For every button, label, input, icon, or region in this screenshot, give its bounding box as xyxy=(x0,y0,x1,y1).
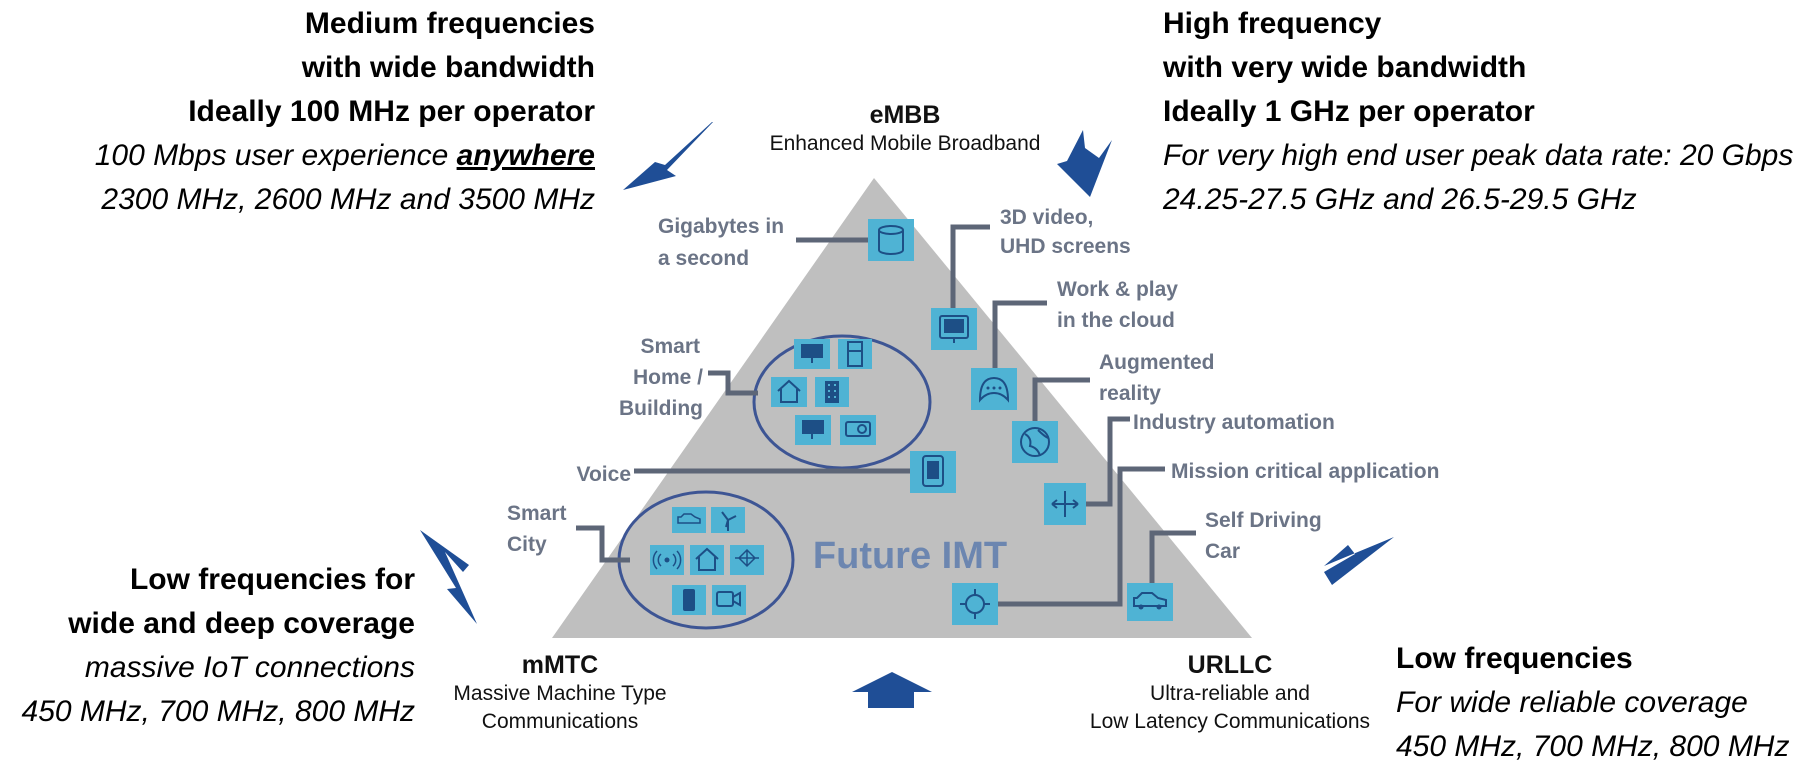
label-car-2: Car xyxy=(1205,540,1240,563)
label-smart-city-1: Smart xyxy=(507,502,567,525)
smart-home-tv-icon xyxy=(794,339,830,369)
label-cloud-1: Work & play xyxy=(1057,278,1178,301)
arrow-top-right xyxy=(1057,130,1112,197)
connector-ar xyxy=(1032,377,1090,428)
industry-crosshair-icon xyxy=(1044,483,1086,525)
mmtc-label: mMTC Massive Machine Type Communications xyxy=(420,650,700,736)
top-left-line-2: with wide bandwidth xyxy=(301,51,595,84)
tablet-icon xyxy=(910,451,956,493)
label-mission: Mission critical application xyxy=(1171,460,1439,483)
top-right-line-5: 24.25-27.5 GHz and 26.5-29.5 GHz xyxy=(1163,183,1637,216)
bottom-right-line-3: 450 MHz, 700 MHz, 800 MHz xyxy=(1396,730,1790,763)
top-right-line-2: with very wide bandwidth xyxy=(1163,51,1527,84)
bottom-left-line-3: massive IoT connections xyxy=(84,651,415,684)
label-smart-home-1: Smart xyxy=(640,335,700,358)
bottom-left-line-4: 450 MHz, 700 MHz, 800 MHz xyxy=(21,695,415,728)
label-car-1: Self Driving xyxy=(1205,509,1322,532)
antenna-icon xyxy=(650,545,684,575)
house-icon xyxy=(771,377,807,407)
gamepad-icon xyxy=(971,368,1017,410)
urllc-full-2: Low Latency Communications xyxy=(1089,710,1371,733)
globe-icon xyxy=(1012,421,1058,463)
label-smart-city-2: City xyxy=(507,533,547,556)
top-right-line-4: For very high end user peak data rate: 2… xyxy=(1163,139,1794,172)
label-gigabytes-1: Gigabytes in xyxy=(658,215,784,238)
anywhere-emphasis: anywhere xyxy=(456,139,595,172)
top-left-line-5: 2300 MHz, 2600 MHz and 3500 MHz xyxy=(101,183,595,216)
mission-crosshair-icon xyxy=(952,583,998,625)
bottom-right-frequency-block: Low frequencies For wide reliable covera… xyxy=(1396,637,1789,769)
label-video-2: UHD screens xyxy=(1000,235,1131,258)
connector-smart-city xyxy=(576,525,630,563)
embb-label: eMBB Enhanced Mobile Broadband xyxy=(740,100,1070,158)
urllc-full-1: Ultra-reliable and xyxy=(1150,682,1310,705)
arrow-bottom-right xyxy=(1324,537,1394,585)
top-right-line-1: High frequency xyxy=(1163,7,1382,40)
label-video-1: 3D video, xyxy=(1000,206,1093,229)
fridge-icon xyxy=(838,339,872,369)
car-icon xyxy=(1127,583,1173,621)
mmtc-abbr: mMTC xyxy=(521,651,599,679)
label-ar-1: Augmented xyxy=(1099,351,1215,374)
city-house-icon xyxy=(690,545,724,575)
database-icon xyxy=(868,219,914,261)
center-title: Future IMT xyxy=(813,535,1007,577)
label-ar-2: reality xyxy=(1099,382,1161,405)
bottom-right-line-1: Low frequencies xyxy=(1396,642,1633,675)
connector-car xyxy=(1149,530,1196,587)
bottom-left-line-2: wide and deep coverage xyxy=(68,607,415,640)
connector-mission xyxy=(995,466,1165,607)
bottom-left-line-1: Low frequencies for xyxy=(129,563,415,596)
satellite-icon xyxy=(730,545,764,575)
embb-full: Enhanced Mobile Broadband xyxy=(769,132,1041,155)
bottom-left-frequency-block: Low frequencies for wide and deep covera… xyxy=(22,558,415,734)
arrow-bottom-left xyxy=(420,530,477,624)
top-left-line-4-text: 100 Mbps user experience xyxy=(94,139,457,172)
top-right-frequency-block: High frequency with very wide bandwidth … xyxy=(1163,2,1793,222)
bottom-right-line-2: For wide reliable coverage xyxy=(1396,686,1748,719)
projector-icon xyxy=(840,415,876,445)
top-left-line-3: Ideally 100 MHz per operator xyxy=(188,95,595,128)
connector-smart-home xyxy=(708,370,758,396)
phone-icon xyxy=(672,585,706,615)
city-car-icon xyxy=(672,507,706,533)
connector-industry xyxy=(1080,416,1130,507)
building-icon xyxy=(815,377,849,407)
top-left-line-4: 100 Mbps user experience anywhere xyxy=(95,134,595,178)
top-right-line-3: Ideally 1 GHz per operator xyxy=(1163,95,1535,128)
camera-icon xyxy=(712,585,746,615)
smart-home-ellipse xyxy=(752,334,932,470)
monitor-icon xyxy=(931,308,977,350)
label-smart-home-2: Home / xyxy=(633,366,703,389)
laptop-icon xyxy=(795,415,831,445)
top-left-line-1: Medium frequencies xyxy=(304,7,595,40)
top-left-frequency-block: Medium frequencies with wide bandwidth I… xyxy=(95,2,595,222)
arrow-bottom-center xyxy=(852,672,932,708)
mmtc-full-2: Communications xyxy=(481,710,639,733)
connector-cloud xyxy=(992,300,1047,380)
label-smart-home-3: Building xyxy=(619,397,703,420)
connector-video xyxy=(950,224,990,308)
urllc-label: URLLC Ultra-reliable and Low Latency Com… xyxy=(1075,650,1385,736)
arrow-top-left xyxy=(623,122,713,190)
label-cloud-2: in the cloud xyxy=(1057,309,1175,332)
urllc-abbr: URLLC xyxy=(1187,651,1273,679)
label-gigabytes-2: a second xyxy=(658,247,749,270)
mmtc-full-1: Massive Machine Type xyxy=(453,682,667,705)
embb-abbr: eMBB xyxy=(869,101,941,129)
label-industry: Industry automation xyxy=(1133,411,1335,434)
label-voice: Voice xyxy=(577,463,631,486)
windmill-icon xyxy=(711,507,745,533)
